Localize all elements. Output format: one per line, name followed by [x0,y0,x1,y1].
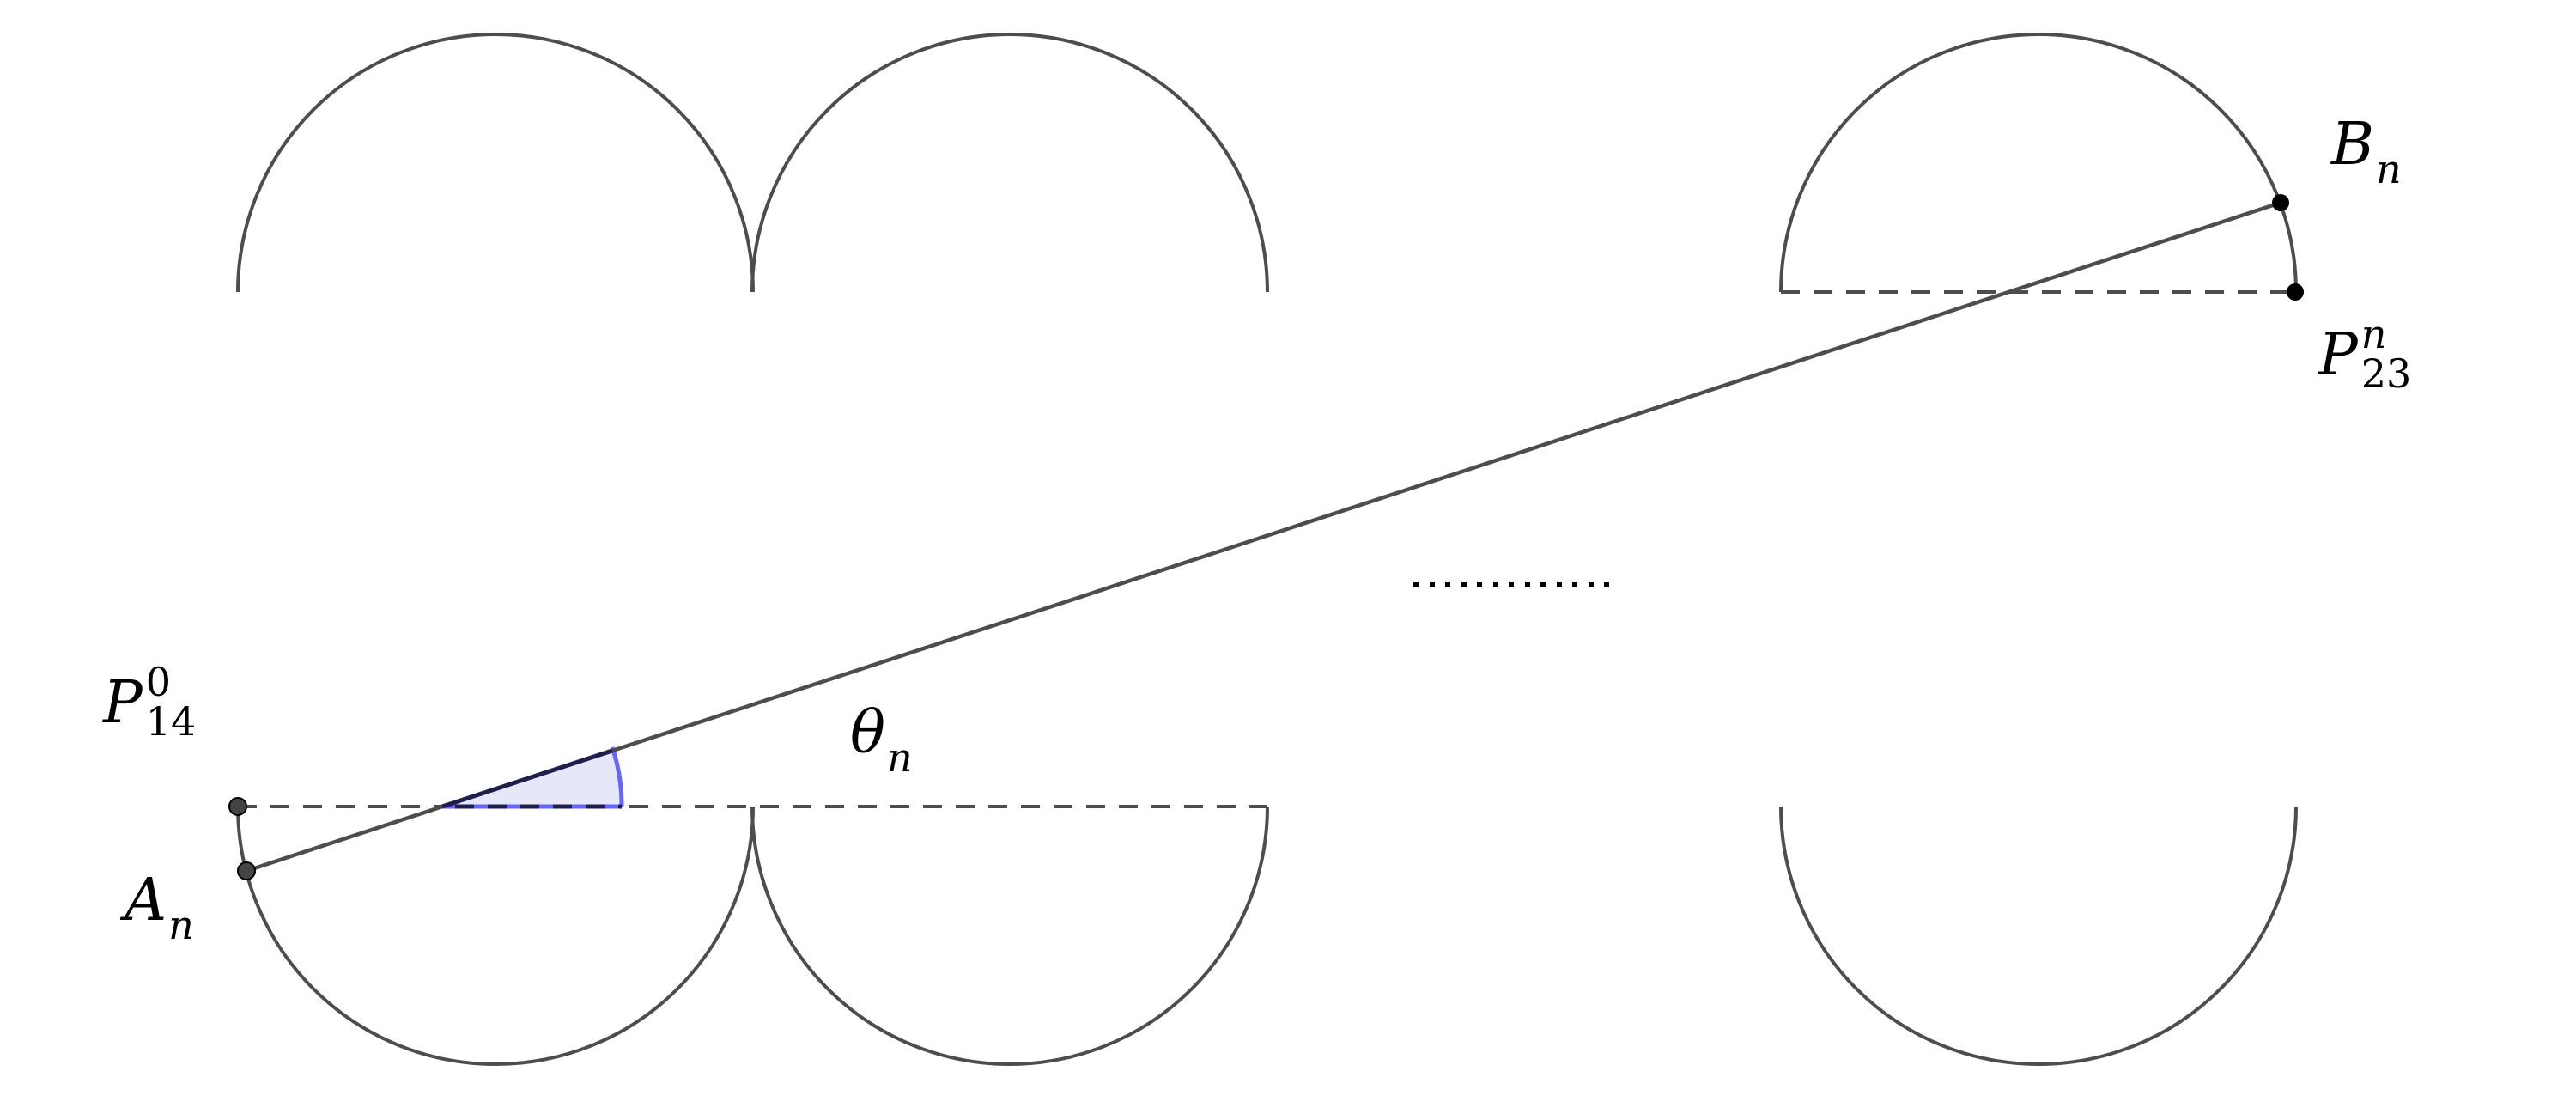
chord-angle-side [441,748,613,809]
point-P14[interactable] [228,797,247,816]
top-semicircle-2 [750,33,1269,293]
label-P14-sup: 0 [145,659,172,705]
label-P14-sub: 14 [145,698,197,745]
point-Bn[interactable] [2272,194,2289,211]
top-semicircle-3 [1779,33,2298,293]
point-An[interactable] [237,861,256,880]
bottom-semicircle-2 [750,806,1269,1066]
label-P23-sub: 23 [2360,350,2412,397]
label-Bn: Bn [2331,111,2402,192]
ellipsis-dots [1413,582,1609,587]
point-P23[interactable] [2287,283,2304,301]
label-An-sub: n [168,902,194,948]
label-theta-sub: n [886,734,913,781]
top-semicircles [236,33,2298,293]
top-semicircle-1 [236,33,755,293]
label-An: An [125,867,194,948]
bottom-semicircle-1 [236,806,755,1066]
label-Bn-sub: n [2375,146,2402,192]
label-theta: θn [850,699,913,781]
bottom-semicircle-3 [1779,806,2298,1066]
bottom-semicircles [236,806,2298,1066]
label-P23-sup: n [2360,311,2387,357]
